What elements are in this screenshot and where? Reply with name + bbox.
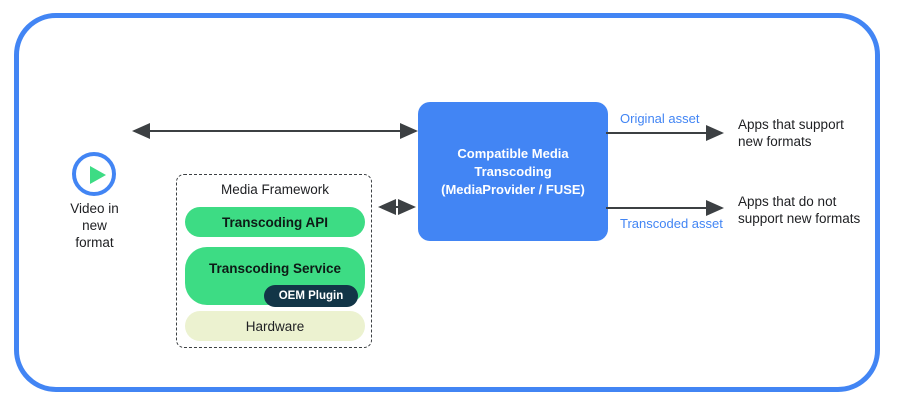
compatible-media-transcoding-box: Compatible Media Transcoding (MediaProvi… [418,102,608,241]
oem-plugin-badge: OEM Plugin [264,285,358,307]
layer-transcoding-api: Transcoding API [185,207,365,237]
arrow-framework-to-cmt [378,199,416,215]
label-apps-support-new-formats: Apps that support new formats [738,117,844,149]
arrow-original-asset [606,125,724,141]
layer-transcoding-service: Transcoding Service [185,247,365,305]
arrow-source-to-cmt [132,123,418,139]
label-apps-no-support-new-formats: Apps that do not support new formats [738,194,861,226]
label-transcoded-asset: Transcoded asset [620,216,723,231]
layer-hardware: Hardware [185,311,365,341]
media-framework-title: Media Framework [220,182,330,197]
label-original-asset: Original asset [620,111,700,126]
arrow-transcoded-asset [606,200,724,216]
play-triangle-icon [90,166,106,184]
play-circle-icon [72,152,116,196]
media-framework-container: Media Framework Transcoding API Transcod… [176,174,372,348]
video-source-label: Video in new format [70,201,119,250]
